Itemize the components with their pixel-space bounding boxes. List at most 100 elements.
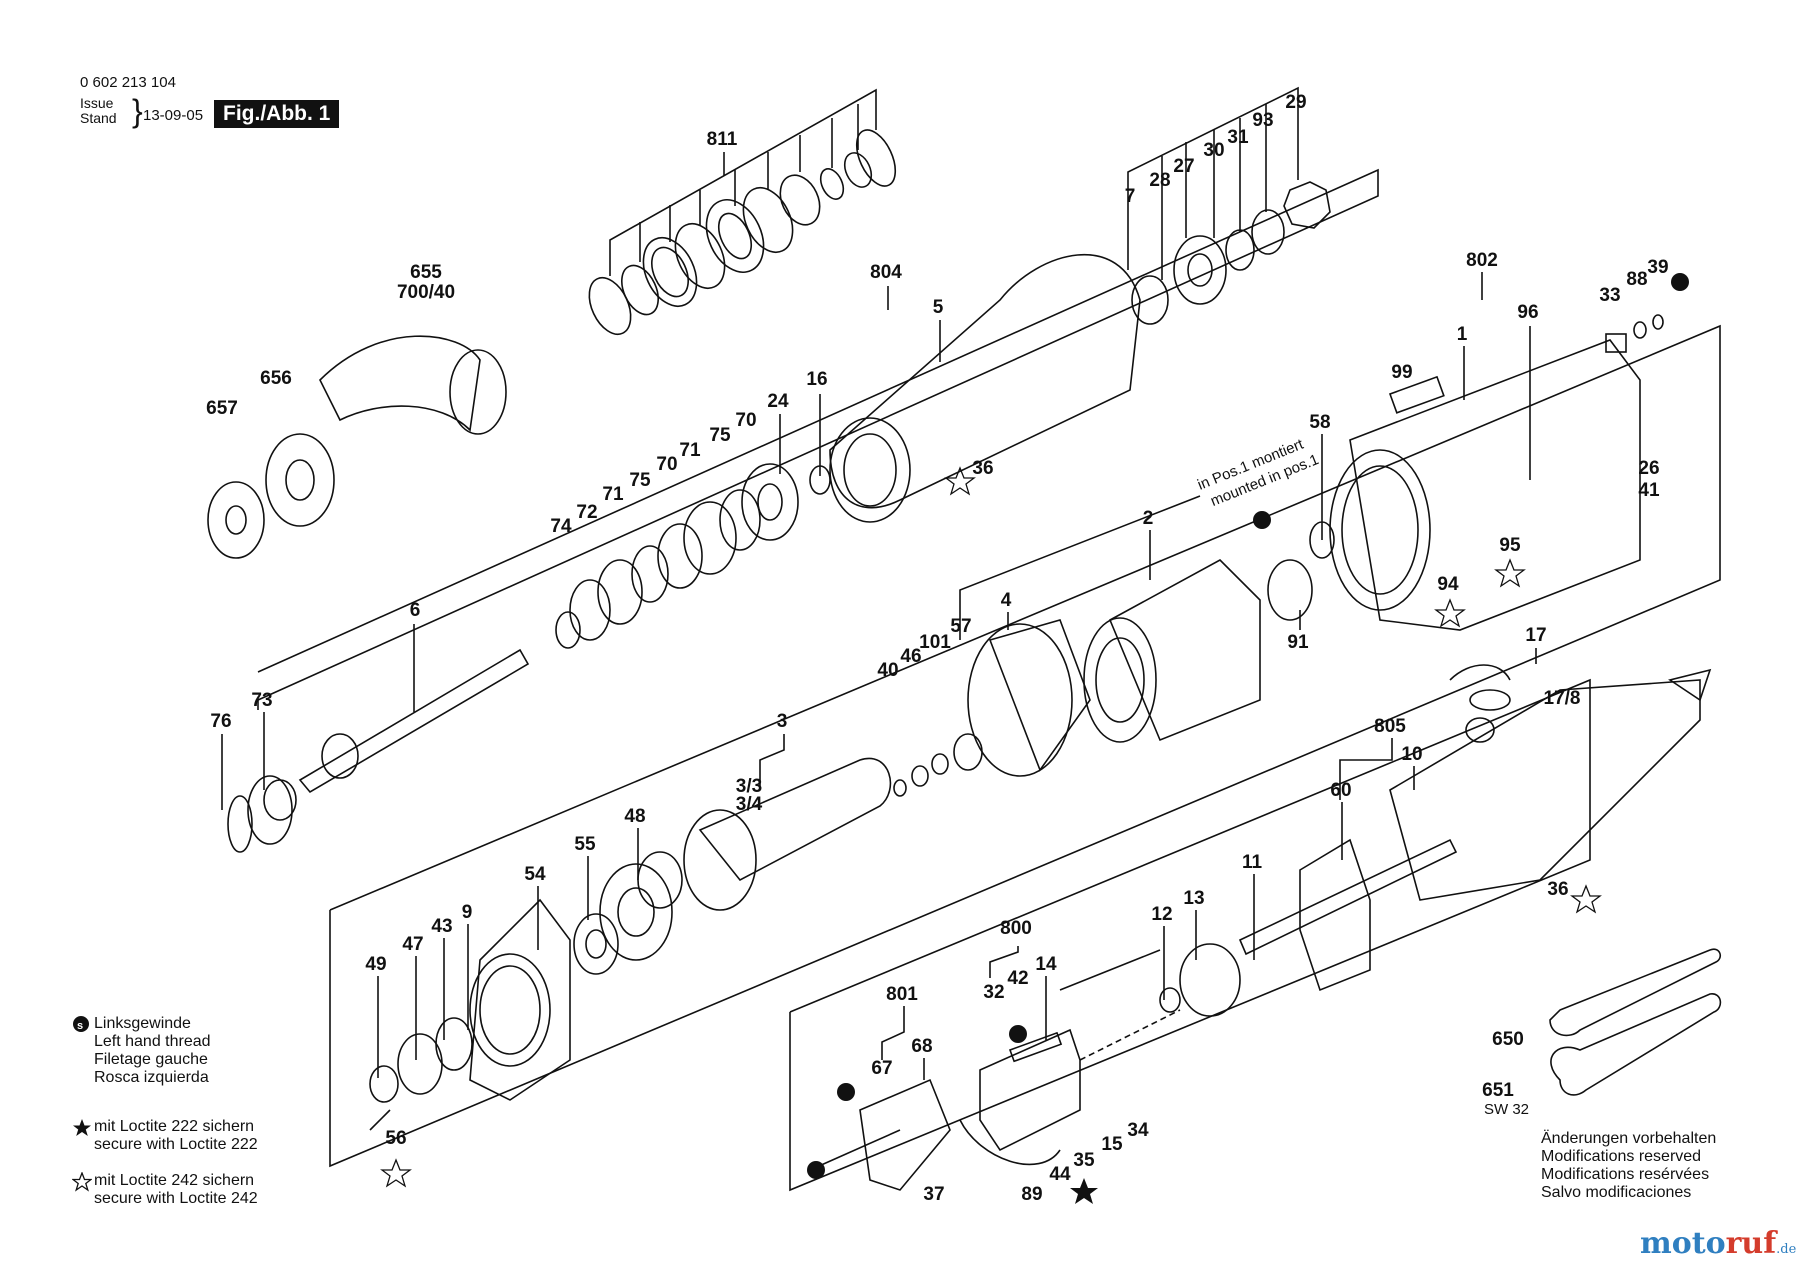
part-label-12: 12 <box>1151 904 1172 925</box>
part-label-47: 47 <box>402 934 423 955</box>
brand-part2: ruf <box>1725 1226 1777 1261</box>
part-label-60: 60 <box>1330 780 1351 801</box>
part-label-1: 1 <box>1457 324 1468 345</box>
part-label-41: 41 <box>1638 480 1660 501</box>
brand-logo[interactable]: motoruf.de <box>1640 1226 1796 1261</box>
part-label-650: 650 <box>1492 1029 1524 1050</box>
part-label-42: 42 <box>1007 968 1028 989</box>
filled-star-icon <box>73 1119 91 1136</box>
brand-suffix: .de <box>1776 1242 1797 1257</box>
part-label-91: 91 <box>1287 632 1309 653</box>
stand-label: Stand <box>80 110 117 126</box>
wrench-size: SW 32 <box>1484 1101 1529 1118</box>
part-label-15: 15 <box>1101 1134 1123 1155</box>
filled-star-marker <box>1070 1178 1098 1204</box>
figure-label: Fig./Abb. 1 <box>214 100 340 128</box>
modifications-note: Änderungen vorbehalten Modifications res… <box>1541 1130 1716 1202</box>
part-label-49: 49 <box>365 954 386 975</box>
part-label-70: 70 <box>656 454 677 475</box>
part-label-35: 35 <box>1073 1150 1095 1171</box>
part-label-27: 27 <box>1173 156 1194 177</box>
part-label-101: 101 <box>919 632 951 653</box>
part-label-75: 75 <box>709 425 731 446</box>
legend-line: Filetage gauche <box>94 1051 208 1068</box>
legend-line: Linksgewinde <box>94 1015 191 1032</box>
modifications-line: Modifications resérvées <box>1541 1166 1710 1183</box>
gear-case-10 <box>1389 679 1701 901</box>
part-label-72: 72 <box>576 502 597 523</box>
part-label-10: 10 <box>1401 744 1422 765</box>
part-label-36: 36 <box>1547 879 1568 900</box>
issue-label: Issue <box>80 95 114 111</box>
part-label-801: 801 <box>886 984 918 1005</box>
part-label-3-3: 3/3 <box>736 776 762 797</box>
wrench-651 <box>1550 993 1722 1096</box>
gasket-60 <box>1299 838 1371 992</box>
legend-line: mit Loctite 242 sichern <box>94 1172 255 1189</box>
issue-date: 13-09-05 <box>143 107 204 124</box>
legend-loctite-242: mit Loctite 242 sichern secure with Loct… <box>72 1172 258 1208</box>
part-label-31: 31 <box>1227 127 1249 148</box>
modifications-line: Änderungen vorbehalten <box>1541 1130 1717 1147</box>
modifications-line: Salvo modificaciones <box>1541 1184 1692 1201</box>
part-label-11: 11 <box>1242 852 1263 873</box>
legend-left-hand-thread: s Linksgewinde Left hand thread Filetage… <box>72 1015 211 1087</box>
part-label-46: 46 <box>900 646 921 667</box>
part-label-37: 37 <box>923 1184 944 1205</box>
part-label-68: 68 <box>911 1036 932 1057</box>
part-label-17-8: 17/8 <box>1544 688 1581 709</box>
part-label-26: 26 <box>1638 458 1659 479</box>
part-number-labels: 8112993313027287655700/40656657804516247… <box>206 92 1668 1205</box>
part-label-657: 657 <box>206 398 238 419</box>
modifications-line: Modifications reserved <box>1541 1148 1702 1165</box>
brace-glyph: } <box>132 93 143 129</box>
legend-line: Left hand thread <box>94 1033 211 1050</box>
part-label-34: 34 <box>1127 1120 1149 1141</box>
part-label-9: 9 <box>462 902 473 923</box>
part-label-29: 29 <box>1285 92 1306 113</box>
marker-glyphs <box>807 273 1689 1204</box>
part-label-5: 5 <box>933 297 944 318</box>
part-label-88: 88 <box>1626 269 1647 290</box>
part-label-71: 71 <box>602 484 624 505</box>
outline-star-markers <box>380 466 1602 1188</box>
mounted-note: in Pos.1 montiert mounted in pos.1 <box>1195 435 1321 510</box>
flange-656 <box>265 433 335 527</box>
part-label-99: 99 <box>1391 362 1412 383</box>
switch-14 <box>979 1028 1081 1152</box>
s-circle-icon: s <box>73 1016 89 1032</box>
part-label-655: 655 <box>410 262 442 283</box>
part-label-3-4: 3/4 <box>736 794 763 815</box>
end-shield-54 <box>469 898 571 1101</box>
part-label-3: 3 <box>777 711 788 732</box>
part-label-700-40: 700/40 <box>397 282 455 303</box>
legend-line: Rosca izquierda <box>94 1069 209 1086</box>
wrench-650 <box>1549 948 1722 1037</box>
outline-star-icon <box>72 1172 92 1192</box>
part-label-4: 4 <box>1001 590 1012 611</box>
part-label-24: 24 <box>767 391 789 412</box>
part-label-89: 89 <box>1021 1184 1042 1205</box>
part-label-70: 70 <box>735 410 756 431</box>
part-label-55: 55 <box>574 834 596 855</box>
part-label-58: 58 <box>1309 412 1330 433</box>
armature-3 <box>698 757 892 882</box>
part-label-57: 57 <box>950 616 971 637</box>
part-label-28: 28 <box>1149 170 1170 191</box>
part-label-805: 805 <box>1374 716 1406 737</box>
svg-text:s: s <box>77 1020 83 1032</box>
shaft-11 <box>1238 838 1458 956</box>
part-label-6: 6 <box>410 600 421 621</box>
legend-loctite-222: mit Loctite 222 sichern secure with Loct… <box>72 1118 258 1154</box>
part-label-811: 811 <box>707 129 738 150</box>
frame-electronics <box>789 678 1591 1192</box>
part-label-800: 800 <box>1000 918 1032 939</box>
legend-line: secure with Loctite 242 <box>94 1190 258 1207</box>
document-number: 0 602 213 104 <box>80 74 176 91</box>
part-label-36: 36 <box>972 458 993 479</box>
part-label-44: 44 <box>1049 1164 1071 1185</box>
part-label-7: 7 <box>1125 186 1136 207</box>
stator-2 <box>1108 559 1261 742</box>
gear-29 <box>1283 181 1331 229</box>
